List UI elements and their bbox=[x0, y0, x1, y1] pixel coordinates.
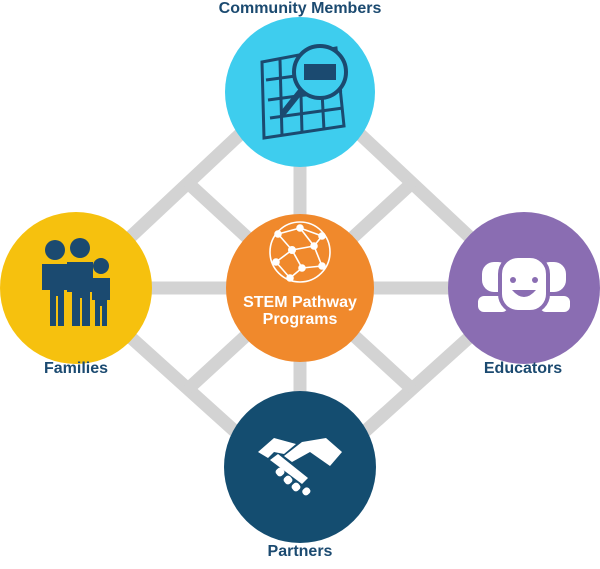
center-label-line2: Programs bbox=[262, 311, 338, 328]
center-label: STEM Pathway Programs bbox=[222, 294, 378, 328]
node-partners bbox=[224, 391, 376, 543]
city-map-icon bbox=[260, 44, 348, 140]
node-community-members bbox=[225, 17, 375, 167]
network-globe-icon bbox=[269, 221, 331, 283]
node-families bbox=[0, 212, 152, 364]
node-educators bbox=[448, 212, 600, 364]
label-partners: Partners bbox=[267, 543, 333, 560]
center-label-line1: STEM Pathway bbox=[243, 294, 357, 311]
people-group-icon bbox=[478, 254, 570, 314]
label-educators: Educators bbox=[483, 360, 563, 377]
node-stem-pathway-circle bbox=[226, 214, 374, 362]
label-families: Families bbox=[43, 360, 109, 377]
node-stem-pathway bbox=[226, 214, 374, 362]
family-icon bbox=[42, 238, 110, 326]
handshake-icon bbox=[258, 438, 342, 496]
label-community-members: Community Members bbox=[218, 0, 382, 17]
node-partners-circle bbox=[224, 391, 376, 543]
